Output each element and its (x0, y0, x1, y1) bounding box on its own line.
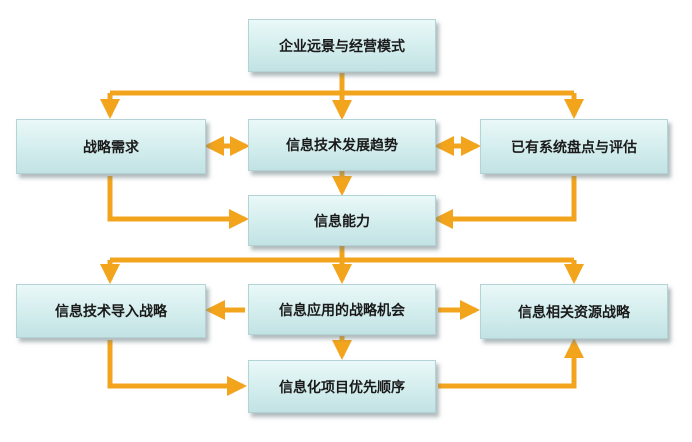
box-app-strategy-opportunity-label: 信息应用的战略机会 (279, 302, 405, 319)
box-app-strategy-opportunity: 信息应用的战略机会 (248, 284, 436, 335)
box-info-capability: 信息能力 (248, 195, 436, 246)
box-info-capability-label: 信息能力 (314, 213, 370, 230)
box-strategy-needs: 战略需求 (16, 119, 206, 174)
box-enterprise-vision: 企业远景与经营模式 (248, 19, 436, 72)
box-it-trends: 信息技术发展趋势 (248, 119, 436, 171)
box-enterprise-vision-label: 企业远景与经营模式 (279, 38, 405, 55)
box-strategy-needs-label: 战略需求 (83, 139, 139, 156)
box-it-import-strategy-label: 信息技术导入战略 (55, 304, 167, 320)
box-resource-strategy-label: 信息相关资源战略 (518, 304, 630, 321)
box-resource-strategy: 信息相关资源战略 (480, 284, 668, 339)
box-it-trends-label: 信息技术发展趋势 (286, 138, 398, 154)
box-system-inventory-label: 已有系统盘点与评估 (511, 139, 637, 156)
box-system-inventory: 已有系统盘点与评估 (480, 119, 668, 174)
box-project-priority-label: 信息化项目优先顺序 (279, 379, 405, 396)
box-it-import-strategy: 信息技术导入战略 (16, 284, 206, 338)
box-project-priority: 信息化项目优先顺序 (248, 360, 436, 413)
